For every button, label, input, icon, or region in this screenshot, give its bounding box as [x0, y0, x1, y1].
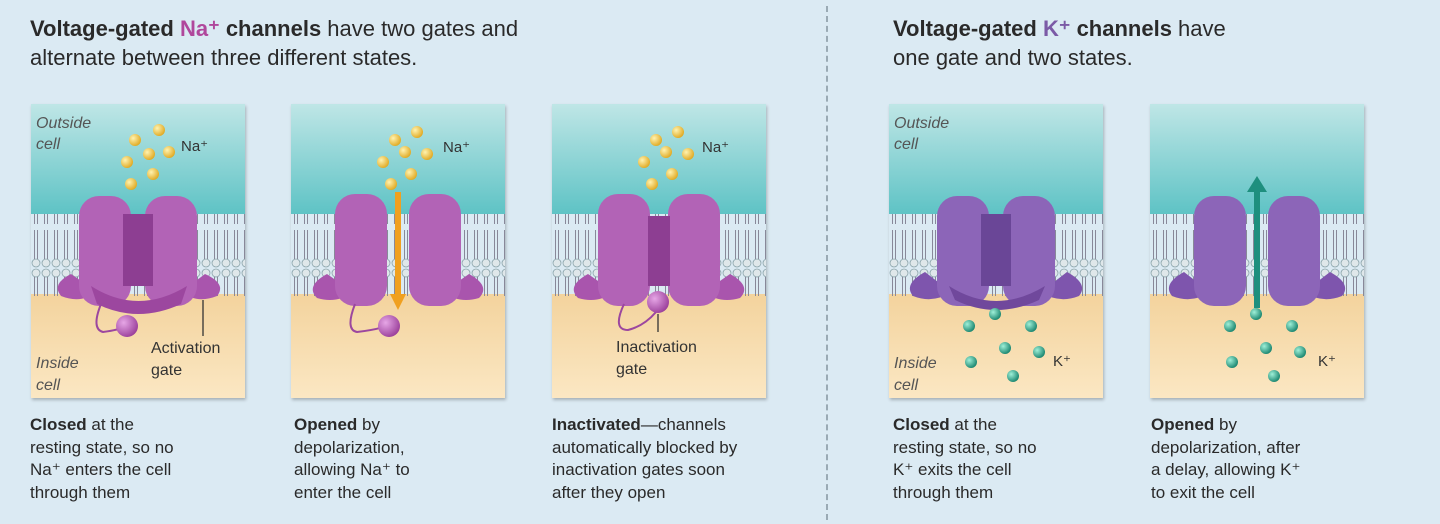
inactivation-gate-ball [647, 291, 669, 313]
inside-fluid [291, 294, 505, 398]
inside-cell-label: Inside [36, 355, 79, 372]
na-ions [377, 126, 433, 190]
outside-fluid [889, 104, 1103, 214]
caption-na-opened: Opened by depolarization, allowing Na⁺ t… [294, 414, 534, 504]
k-channel-closed [909, 196, 1083, 310]
title-bold-text: Voltage-gated [30, 16, 180, 41]
outside-cell-label: Outside [894, 115, 949, 132]
outside-cell-label: cell [36, 136, 60, 153]
caption-line: resting state, so no [893, 437, 1037, 457]
k-ions [963, 308, 1045, 382]
caption-line: through them [30, 482, 131, 502]
na-channel-closed [57, 196, 221, 314]
caption-text: at the [86, 415, 134, 434]
na-ion-label: Na⁺ [443, 139, 470, 156]
caption-state: Opened [1151, 415, 1215, 434]
caption-line: to exit the cell [1151, 482, 1255, 502]
inside-cell-label: cell [894, 377, 918, 394]
caption-k-closed: Closed at the resting state, so no K⁺ ex… [893, 414, 1133, 504]
caption-line: inactivation gates soon [552, 460, 725, 479]
k-channel-open [1168, 196, 1346, 306]
na-section-title: Voltage-gated Na⁺ channels have two gate… [30, 14, 518, 72]
caption-text: by [1214, 415, 1237, 434]
activation-gate-label: gate [151, 362, 182, 379]
caption-line: automatically blocked by [552, 437, 738, 457]
caption-text: —channels [640, 415, 726, 434]
caption-na-inactivated: Inactivated—channels automatically block… [552, 414, 792, 504]
na-ion-title: Na⁺ [179, 16, 220, 41]
caption-line: depolarization, after [1151, 437, 1301, 457]
caption-line: allowing Na⁺ to [294, 460, 410, 479]
na-channel-inactivated [573, 194, 745, 306]
caption-line: depolarization, [294, 437, 405, 457]
caption-text: at the [949, 415, 997, 434]
outside-fluid [31, 104, 245, 214]
title-line-2: alternate between three different states… [30, 45, 418, 70]
title-bold-text: Voltage-gated [893, 16, 1043, 41]
caption-k-opened: Opened by depolarization, after a delay,… [1151, 414, 1391, 504]
k-section-title: Voltage-gated K⁺ channels have one gate … [893, 14, 1226, 72]
caption-line: a delay, allowing K⁺ [1151, 460, 1301, 479]
inside-cell-label: cell [36, 377, 60, 394]
caption-line: enter the cell [294, 482, 392, 502]
na-opened-panel: Na⁺ [291, 104, 505, 398]
na-channel-open [312, 194, 484, 306]
k-opened-panel: K⁺ [1150, 104, 1364, 398]
k-ions [1224, 308, 1306, 382]
k-ion-label: K⁺ [1318, 353, 1336, 370]
caption-line: after they open [552, 482, 666, 502]
na-ion-label: Na⁺ [702, 139, 729, 156]
caption-line: K⁺ exits the cell [893, 460, 1012, 479]
na-ions [638, 126, 694, 190]
na-ions [121, 124, 175, 190]
caption-line: through them [893, 482, 994, 502]
caption-state: Inactivated [552, 415, 641, 434]
inactivation-gate-label: gate [616, 361, 647, 378]
activation-gate [91, 286, 187, 314]
title-bold-text: channels [1070, 16, 1172, 41]
section-divider [826, 6, 828, 520]
inactivation-ball [378, 315, 400, 337]
title-line-2: one gate and two states. [893, 45, 1133, 70]
caption-state: Closed [893, 415, 950, 434]
outside-cell-label: cell [894, 136, 918, 153]
na-closed-panel: Outside cell Na⁺ Inside cell Activation … [31, 104, 245, 398]
outside-fluid [552, 104, 766, 214]
outside-cell-label: Outside [36, 115, 91, 132]
title-text: have two gates and [321, 16, 519, 41]
caption-text: by [357, 415, 380, 434]
na-influx-arrow [390, 192, 406, 310]
na-inactivated-panel: Na⁺ Inactivation gate [552, 104, 766, 398]
k-ion-label: K⁺ [1053, 353, 1071, 370]
k-efflux-arrow [1247, 176, 1267, 308]
title-bold-text: channels [219, 16, 322, 41]
title-text: have [1171, 16, 1226, 41]
k-closed-panel: Outside cell Inside cell K⁺ [889, 104, 1103, 398]
caption-state: Closed [30, 415, 87, 434]
inactivation-ball [116, 315, 138, 337]
na-ion-label: Na⁺ [181, 138, 208, 155]
k-ion-title: K⁺ [1042, 16, 1071, 41]
caption-line: resting state, so no [30, 437, 174, 457]
inside-cell-label: Inside [894, 355, 937, 372]
k-activation-gate [949, 286, 1045, 310]
inactivation-gate-label: Inactivation [616, 339, 697, 356]
activation-gate-label: Activation [151, 340, 220, 357]
caption-na-closed: Closed at the resting state, so no Na⁺ e… [30, 414, 270, 504]
caption-state: Opened [294, 415, 358, 434]
caption-line: Na⁺ enters the cell [30, 460, 172, 479]
